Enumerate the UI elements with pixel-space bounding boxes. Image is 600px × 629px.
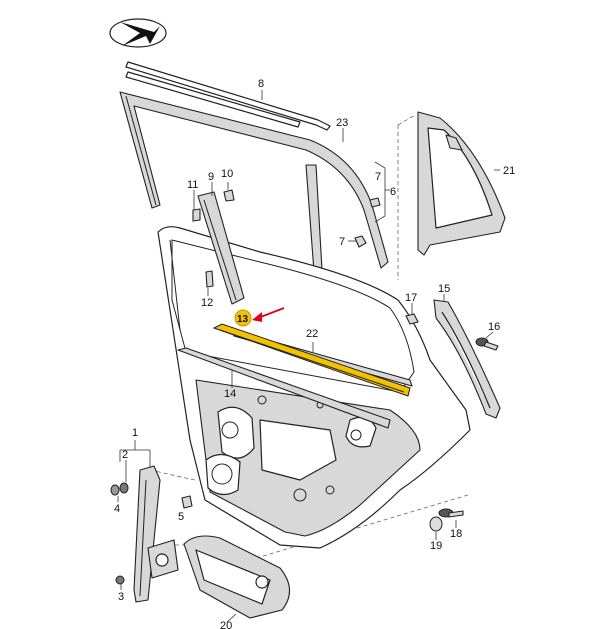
label-part-3: 3 bbox=[118, 591, 124, 603]
label-part-15: 15 bbox=[438, 283, 450, 295]
door-clips bbox=[354, 197, 381, 248]
part-labels: 1 2 3 4 5 6 7 7 8 9 10 11 12 13 14 15 16… bbox=[114, 78, 515, 629]
label-part-19: 19 bbox=[430, 540, 442, 552]
leader-lines bbox=[117, 90, 500, 623]
label-part-18: 18 bbox=[450, 528, 462, 540]
label-part-12: 12 bbox=[201, 297, 213, 309]
door-shell bbox=[157, 226, 471, 549]
label-part-20: 20 bbox=[220, 620, 232, 629]
inner-waist-seal-highlighted bbox=[212, 323, 411, 397]
label-part-9: 9 bbox=[208, 171, 214, 183]
inner-door-seal bbox=[177, 347, 391, 429]
label-part-1: 1 bbox=[132, 427, 138, 439]
window-guide-channel bbox=[119, 91, 389, 273]
label-part-7-upper: 7 bbox=[375, 171, 381, 183]
label-part-11: 11 bbox=[187, 179, 198, 191]
highlight-arrow-icon bbox=[252, 307, 285, 322]
quarter-window bbox=[417, 111, 506, 256]
label-part-16: 16 bbox=[488, 321, 500, 333]
outer-trim-strip bbox=[125, 61, 331, 131]
label-part-8: 8 bbox=[258, 78, 264, 90]
clip-17 bbox=[405, 313, 419, 325]
screw-18 bbox=[438, 508, 464, 518]
label-part-23: 23 bbox=[336, 117, 348, 129]
callout-13-highlight bbox=[234, 309, 252, 327]
label-part-17: 17 bbox=[405, 292, 417, 304]
b-pillar-trim bbox=[197, 191, 245, 305]
compass-arrow-icon bbox=[109, 18, 167, 48]
window-regulator bbox=[133, 465, 179, 603]
label-part-10: 10 bbox=[221, 168, 233, 180]
label-part-4: 4 bbox=[114, 503, 120, 515]
label-part-21: 21 bbox=[503, 165, 515, 177]
small-clips bbox=[192, 189, 235, 288]
label-part-14: 14 bbox=[224, 388, 236, 400]
label-part-22: 22 bbox=[306, 328, 318, 340]
label-part-5: 5 bbox=[178, 511, 184, 523]
cap-19 bbox=[429, 516, 443, 532]
label-part-2: 2 bbox=[122, 449, 128, 461]
label-part-6: 6 bbox=[390, 186, 396, 198]
label-part-13: 13 bbox=[237, 314, 249, 325]
label-part-7-lower: 7 bbox=[339, 236, 345, 248]
speaker-cover bbox=[183, 535, 291, 619]
bolt-16 bbox=[475, 337, 499, 351]
rear-pillar-trim bbox=[433, 299, 501, 419]
regulator-fasteners bbox=[110, 482, 193, 585]
